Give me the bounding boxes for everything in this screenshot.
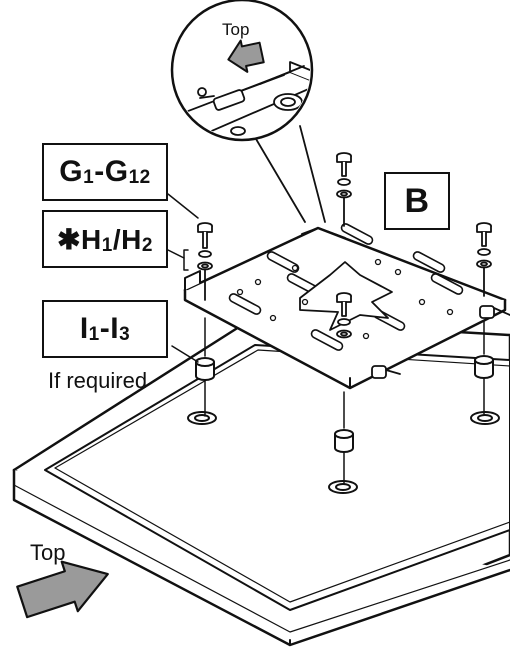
screw-right	[476, 222, 492, 297]
washer-bracket	[183, 249, 189, 271]
tv-panel	[12, 318, 510, 647]
label-g1-g12: G1-G12	[42, 143, 168, 201]
label-i-text: I1-I3	[79, 312, 131, 345]
label-b: B	[384, 172, 450, 230]
label-h-text: ✱H1/H2	[57, 223, 153, 256]
detail-inset	[170, 0, 326, 223]
leader-h	[167, 249, 185, 259]
if-required-text: If required	[48, 368, 148, 393]
label-h1-h2: ✱H1/H2	[42, 210, 168, 268]
screw-top	[336, 152, 352, 227]
screw-left	[197, 222, 213, 301]
main-top-text: Top	[30, 540, 66, 565]
main-top-arrow-icon-shape	[16, 560, 109, 619]
screws	[197, 152, 492, 339]
label-g-text: G1-G12	[59, 155, 151, 188]
inset-top-arrow-icon	[227, 39, 265, 73]
spacers	[195, 317, 494, 485]
asterisk-icon: ✱	[57, 223, 82, 255]
inset-top-text: Top	[222, 20, 250, 39]
screw-center	[336, 292, 352, 339]
leader-i	[171, 345, 199, 363]
leader-g	[167, 193, 199, 219]
label-i1-i3: I1-I3	[42, 300, 168, 358]
